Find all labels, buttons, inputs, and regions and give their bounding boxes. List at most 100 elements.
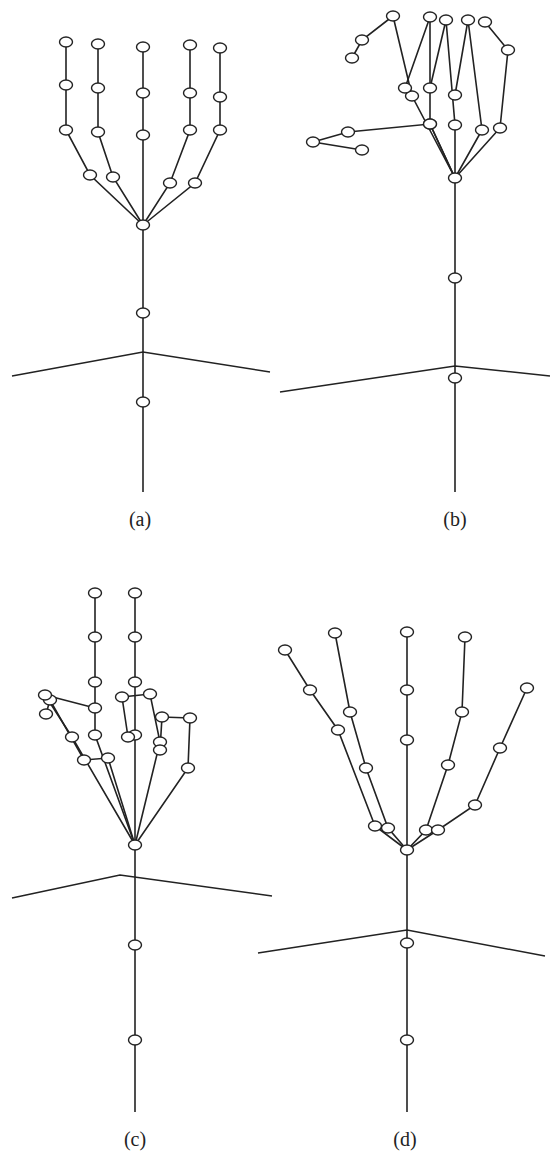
panel-caption: (d): [393, 1128, 416, 1151]
joint-marker: [89, 730, 102, 740]
joint-marker: [60, 125, 73, 135]
joint-marker: [401, 938, 414, 948]
joint-marker: [116, 692, 129, 702]
joint-marker: [442, 760, 455, 770]
joint-marker: [449, 373, 462, 383]
joint-marker: [39, 690, 52, 700]
joint-marker: [129, 677, 142, 687]
joint-marker: [214, 43, 227, 53]
joint-marker: [137, 308, 150, 318]
joint-marker: [137, 220, 150, 230]
joint-marker: [122, 732, 135, 742]
joint-marker: [360, 763, 373, 773]
joint-marker: [156, 712, 169, 722]
arm-bone: [134, 845, 136, 1112]
finger-bone: [134, 593, 136, 845]
joint-marker: [449, 273, 462, 283]
joint-marker: [356, 145, 369, 155]
finger-bone: [313, 124, 455, 178]
joint-marker: [387, 11, 400, 21]
floor-line: [280, 366, 550, 392]
joint-marker: [214, 125, 227, 135]
panel-caption: (c): [124, 1128, 146, 1151]
joint-marker: [494, 743, 507, 753]
joint-marker: [89, 703, 102, 713]
joint-marker: [401, 627, 414, 637]
finger-bone: [335, 633, 407, 850]
joint-marker: [449, 90, 462, 100]
joint-marker: [129, 840, 142, 850]
finger-bone: [455, 22, 508, 178]
finger-bone: [66, 42, 143, 225]
finger-bone: [95, 593, 135, 845]
finger-bone: [45, 695, 135, 845]
joint-marker: [137, 130, 150, 140]
floor-line: [12, 875, 272, 898]
joint-marker: [401, 1035, 414, 1045]
joint-marker: [424, 119, 437, 129]
joint-marker: [84, 170, 97, 180]
joint-marker: [502, 45, 515, 55]
joint-marker: [356, 35, 369, 45]
arm-bone: [454, 178, 456, 492]
finger-bone: [143, 48, 220, 225]
joint-marker: [346, 53, 359, 63]
finger-bone: [405, 17, 455, 178]
joint-marker: [92, 127, 105, 137]
joint-marker: [449, 120, 462, 130]
joint-marker: [184, 40, 197, 50]
joint-marker: [456, 707, 469, 717]
joint-marker: [60, 37, 73, 47]
joint-marker: [92, 39, 105, 49]
panel-caption: (b): [443, 508, 466, 531]
joint-marker: [369, 821, 382, 831]
joint-marker: [494, 123, 507, 133]
joint-marker: [129, 588, 142, 598]
joint-marker: [184, 88, 197, 98]
finger-bone: [135, 717, 190, 845]
joint-marker: [137, 397, 150, 407]
joint-marker: [401, 845, 414, 855]
joint-marker: [137, 88, 150, 98]
joint-marker: [342, 127, 355, 137]
joint-marker: [214, 92, 227, 102]
joint-marker: [137, 42, 150, 52]
joint-marker: [344, 707, 357, 717]
finger-bone: [352, 16, 455, 178]
joint-marker: [184, 713, 197, 723]
joint-marker: [102, 753, 115, 763]
joint-marker: [399, 83, 412, 93]
joint-marker: [89, 677, 102, 687]
joint-marker: [40, 709, 53, 719]
joint-marker: [184, 125, 197, 135]
joint-marker: [78, 755, 91, 765]
joint-marker: [107, 172, 120, 182]
joint-marker: [164, 178, 177, 188]
joint-marker: [129, 1035, 142, 1045]
joint-marker: [89, 632, 102, 642]
joint-marker: [154, 745, 167, 755]
joint-marker: [129, 940, 142, 950]
joint-marker: [89, 588, 102, 598]
floor-line: [12, 352, 270, 376]
arm-bone: [406, 850, 408, 1112]
joint-marker: [304, 685, 317, 695]
joint-marker: [401, 685, 414, 695]
joint-marker: [332, 725, 345, 735]
joint-marker: [449, 173, 462, 183]
joint-marker: [144, 689, 157, 699]
joint-marker: [459, 632, 472, 642]
joint-marker: [424, 119, 437, 129]
joint-marker: [521, 683, 534, 693]
joint-marker: [329, 628, 342, 638]
joint-marker: [182, 763, 195, 773]
joint-marker: [476, 125, 489, 135]
finger-bone: [285, 650, 407, 850]
joint-marker: [469, 800, 482, 810]
joint-marker: [424, 12, 437, 22]
joint-marker: [440, 15, 453, 25]
joint-marker: [92, 83, 105, 93]
panel-caption: (a): [129, 508, 151, 531]
